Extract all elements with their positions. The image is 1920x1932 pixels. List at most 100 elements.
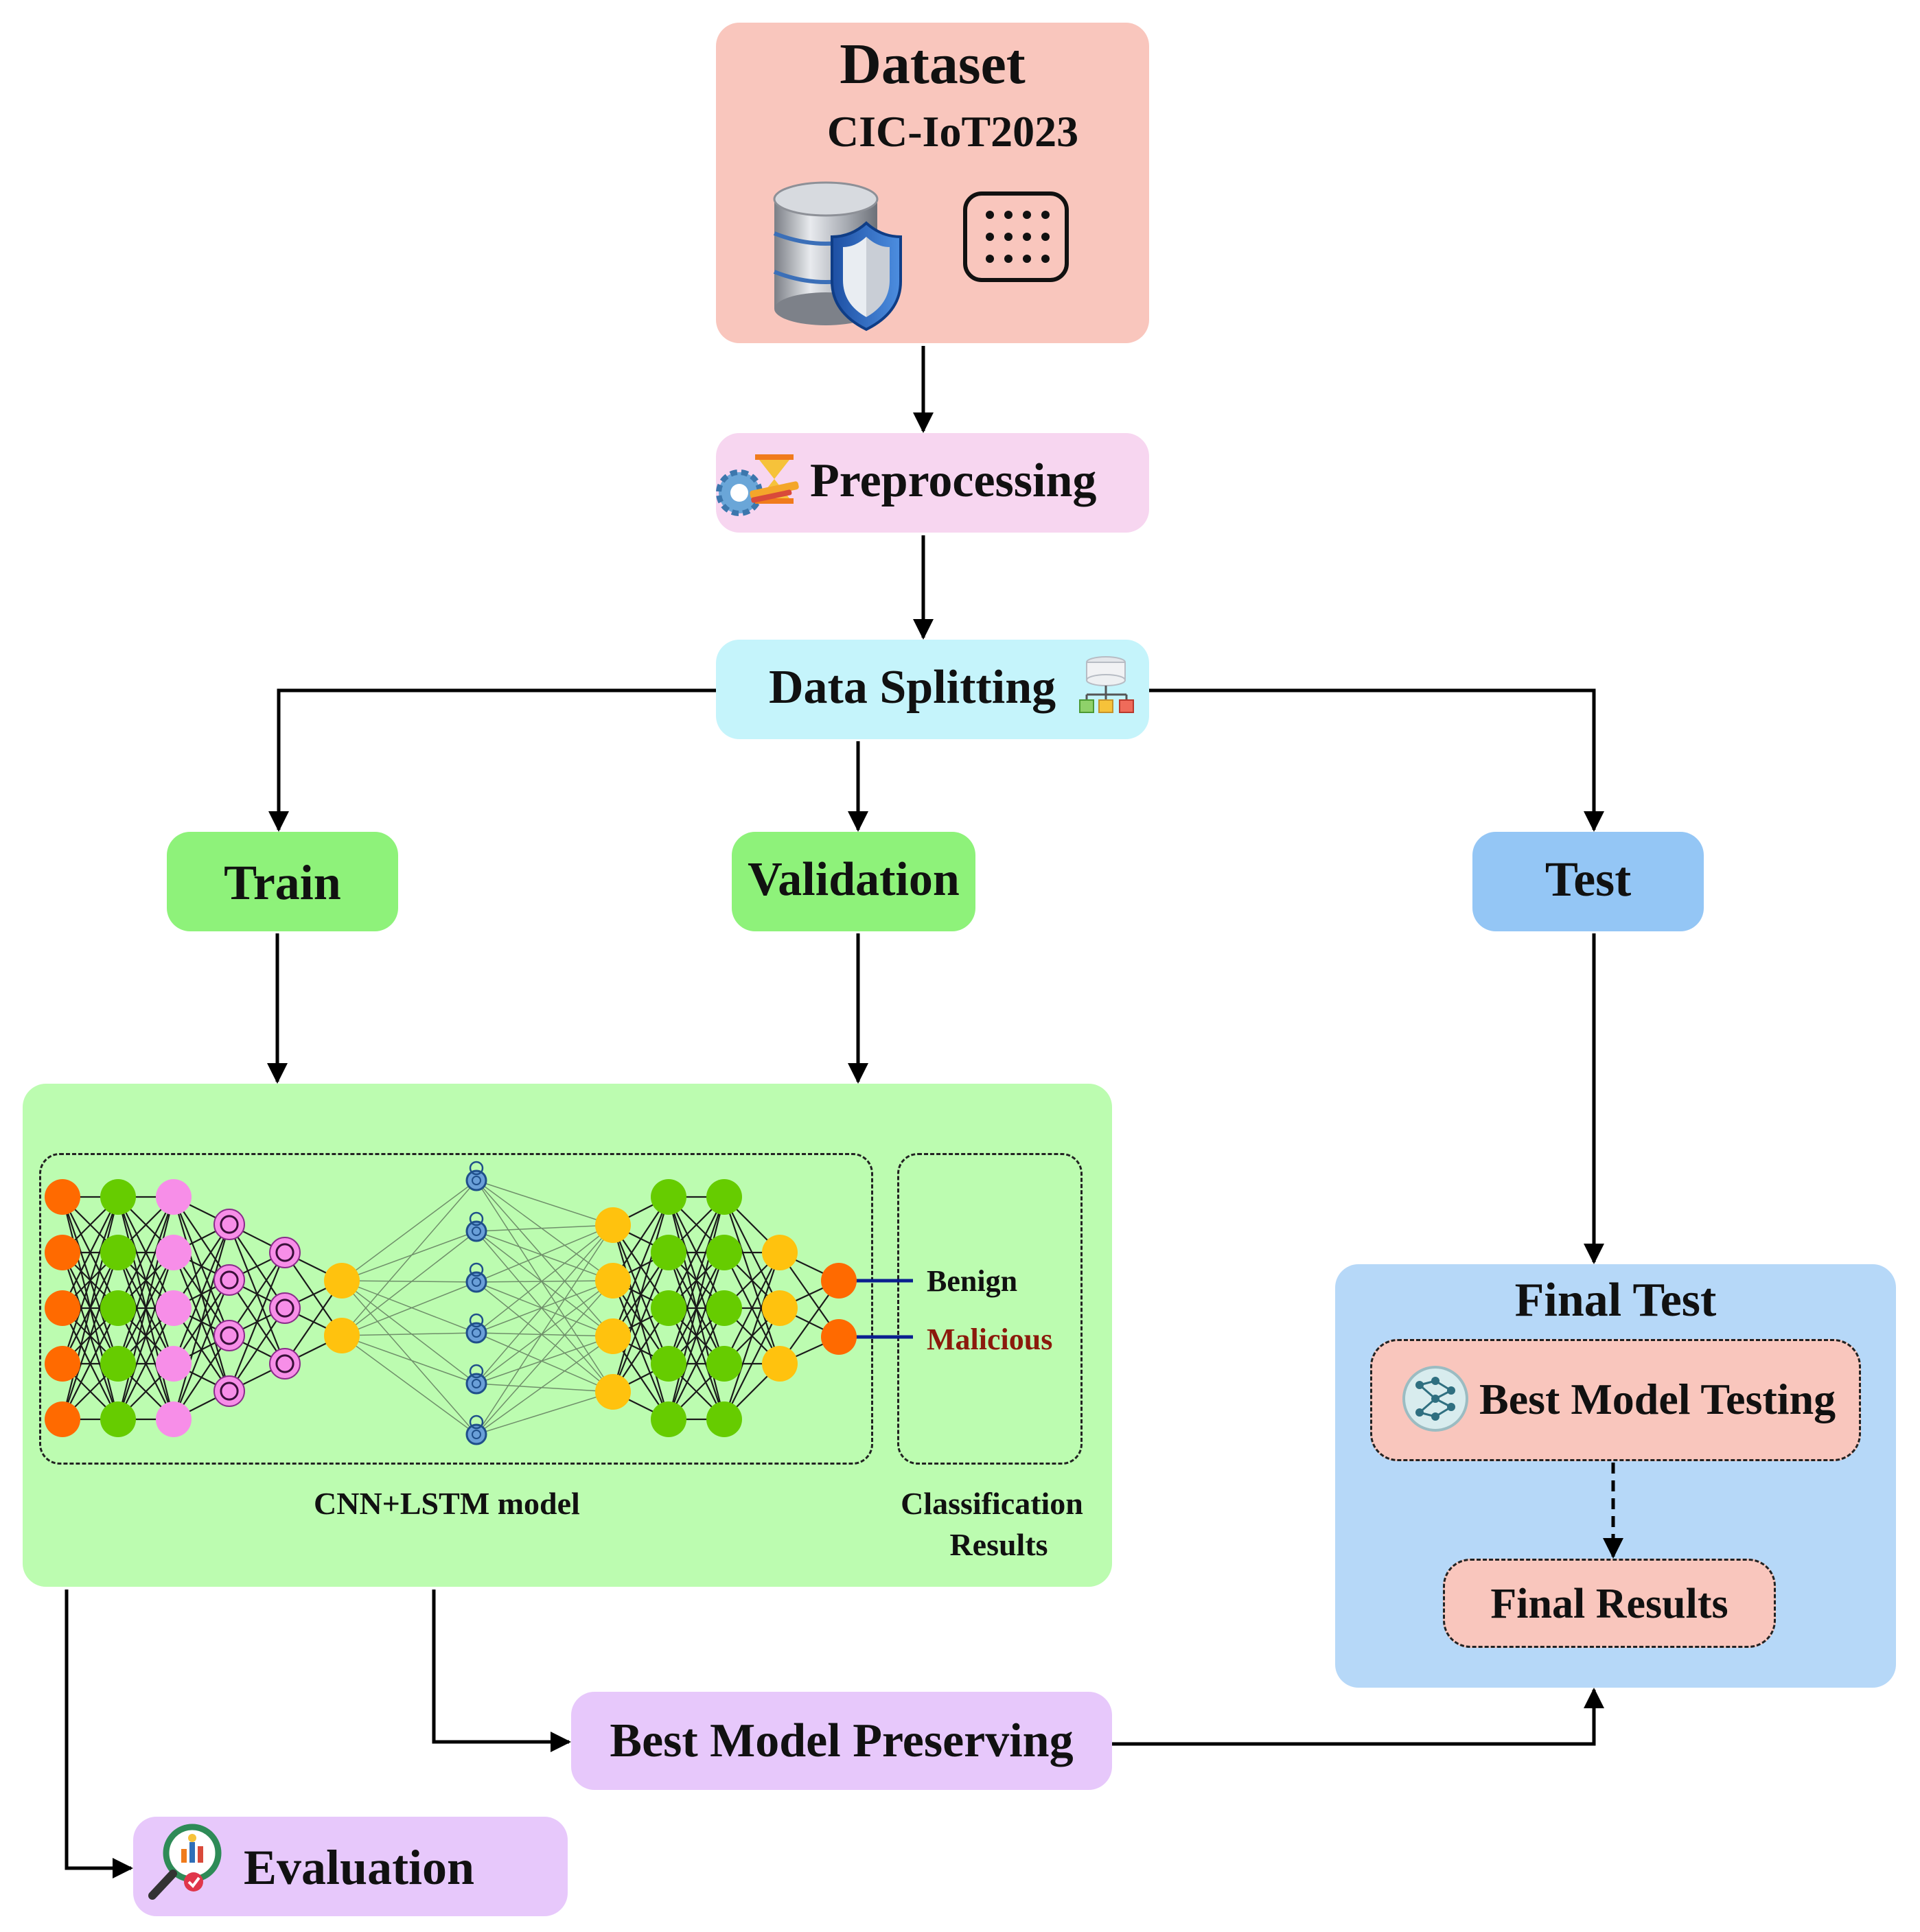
conv-node-ring [275,1354,294,1373]
network-edge [612,1196,670,1393]
network-edge [172,1224,231,1364]
validation-label: Validation [748,853,960,906]
output-node [821,1319,857,1355]
lstm-cell [465,1373,487,1395]
network-edge [723,1252,781,1420]
test-box [1472,832,1704,931]
network-edge [476,1224,614,1435]
output-node [821,1263,857,1299]
grid-dot [986,255,994,263]
data-splitting-label: Data Splitting [769,661,1056,714]
preprocessing-label: Preprocessing [810,454,1097,507]
network-node [651,1235,686,1270]
network-edge [476,1224,614,1334]
network-node [706,1290,742,1326]
network-edge [341,1335,477,1435]
network-edge [341,1280,477,1283]
conv-node-ring [220,1382,239,1401]
lstm-cell-core [472,1176,481,1185]
network-edge [476,1231,614,1281]
conv-node [269,1237,301,1268]
grid-dot [986,233,994,241]
preprocessing-box [716,433,1149,533]
network-edge [476,1332,614,1393]
network-edge [62,1196,119,1309]
grid-dot [1023,233,1031,241]
network-edge [668,1196,725,1309]
gear-pencil-hourglass-icon [716,454,799,516]
classification-caption-line2: Results [949,1527,1048,1562]
conv-node-ring [275,1243,294,1262]
final-results-box [1443,1559,1776,1648]
network-edge [117,1196,175,1364]
network-edge [724,1307,780,1420]
lstm-recurrent-loop [469,1313,484,1328]
conv-node [213,1375,245,1407]
network-node [156,1401,192,1437]
cnn-lstm-caption: CNN+LSTM model [314,1486,580,1521]
network-edge [341,1180,477,1336]
input-node [45,1179,80,1215]
network-node [651,1346,686,1382]
network-edge [476,1391,614,1435]
network-node [100,1346,136,1382]
lstm-recurrent-loop [469,1161,484,1176]
lstm-cell-core [472,1430,481,1439]
conv-node-ring [220,1326,239,1345]
data-grid-icon [963,191,1069,282]
lstm-cell [465,1322,487,1344]
network-edge [117,1196,175,1420]
network-edge [228,1252,286,1392]
network-node [651,1290,686,1326]
arrow-splitting-to-test [1149,688,1604,832]
network-edge [476,1224,614,1283]
network-edge [476,1180,614,1226]
network-edge [612,1252,670,1393]
network-edge [117,1252,175,1420]
best-model-testing-label: Best Model Testing [1479,1375,1836,1423]
network-node [762,1235,798,1270]
network-edge [61,1196,119,1420]
network-edge [341,1180,477,1281]
data-split-icon [1079,656,1134,713]
network-node [706,1401,742,1437]
arrow-model-to-best-model-preserving [432,1590,571,1752]
dataset-subtitle: CIC-IoT2023 [826,107,1079,156]
network-edge [172,1279,231,1420]
network-edge [476,1336,614,1384]
grid-dot [1041,255,1050,263]
network-node [156,1346,192,1382]
lstm-cell-core [472,1379,481,1388]
input-node [45,1401,80,1437]
final-results-label: Final Results [1490,1581,1728,1627]
lstm-cell [465,1169,487,1191]
grid-dot [1023,255,1031,263]
network-edge [341,1231,477,1336]
lstm-cell [465,1423,487,1445]
network-node [156,1235,192,1270]
lstm-cell [465,1271,487,1293]
network-node [100,1179,136,1215]
network-edge [61,1252,119,1420]
conv-node [269,1292,301,1324]
grid-dot [1004,211,1013,219]
arrow-splitting-to-train [268,688,716,832]
network-node [324,1318,360,1353]
conv-node [213,1209,245,1240]
network-node [706,1346,742,1382]
magnifier-analytics-icon [148,1824,222,1900]
network-edge [476,1280,614,1384]
network-node [100,1235,136,1270]
database-shield-icon [773,181,902,331]
network-edge [476,1281,614,1337]
final-test-title: Final Test [1514,1274,1717,1327]
grid-dot [1041,233,1050,241]
best-model-preserving-label: Best Model Preserving [610,1714,1074,1767]
train-label: Train [224,855,341,910]
lstm-cell-core [472,1328,481,1338]
network-node [595,1374,631,1410]
network-node [706,1235,742,1270]
